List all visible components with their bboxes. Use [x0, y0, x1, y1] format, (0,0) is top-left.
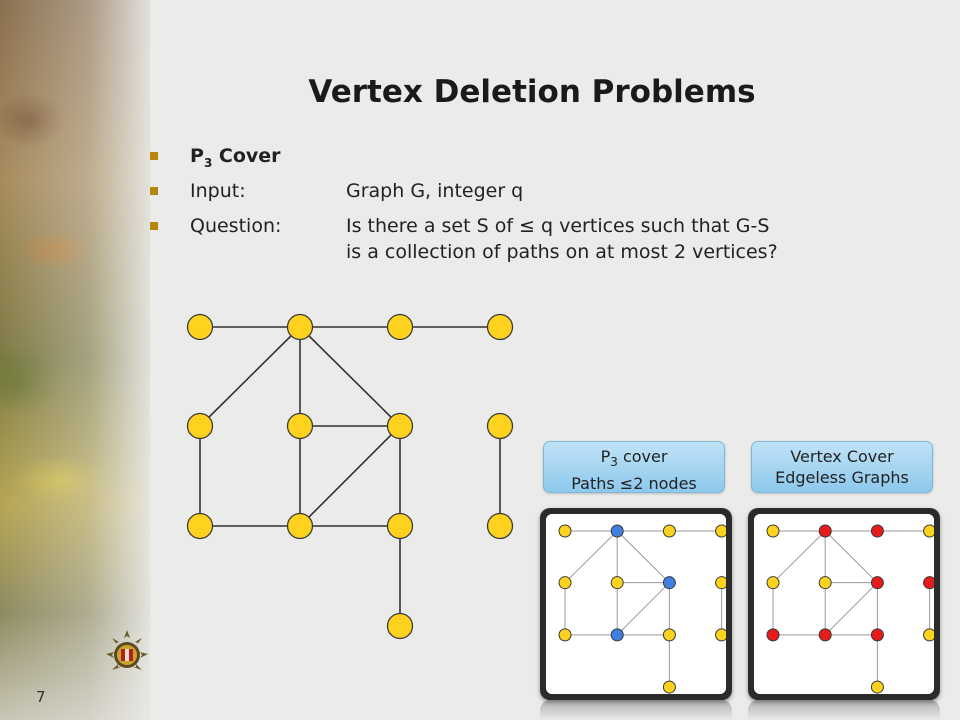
graph-node-c1 — [558, 628, 572, 642]
graph-node-b2 — [610, 576, 624, 590]
graph-node-b2 — [286, 412, 314, 440]
question-label: Question: — [190, 215, 282, 237]
graph-node-c4 — [923, 628, 937, 642]
graph-edge — [564, 530, 618, 584]
graph-node-d3 — [662, 680, 676, 694]
graph-node-a1 — [558, 524, 572, 538]
graph-node-c1 — [186, 512, 214, 540]
graph-node-c3 — [386, 512, 414, 540]
input-label: Input: — [190, 180, 246, 202]
graph-node-c2 — [286, 512, 314, 540]
question-line-1: Is there a set S of ≤ q vertices such th… — [346, 215, 770, 237]
graph-node-c1 — [766, 628, 780, 642]
graph-node-b2 — [818, 576, 832, 590]
graph-node-c4 — [715, 628, 729, 642]
graph-node-b3 — [386, 412, 414, 440]
graph-edge — [616, 530, 670, 584]
graph-node-b1 — [766, 576, 780, 590]
graph-node-c4 — [486, 512, 514, 540]
graph-node-b4 — [923, 576, 937, 590]
graph-node-c2 — [818, 628, 832, 642]
graph-node-b3 — [870, 576, 884, 590]
input-value: Graph G, integer q — [346, 180, 524, 202]
graph-node-a4 — [923, 524, 937, 538]
thumbnail-reflection — [540, 700, 732, 720]
problem-name-sub: 3 — [203, 155, 213, 170]
graph-node-d3 — [870, 680, 884, 694]
background-fade — [0, 0, 160, 720]
p3-thumbnail-graph — [558, 524, 729, 694]
vertex-cover-card: Vertex Cover Edgeless Graphs — [751, 441, 933, 493]
page-number: 7 — [36, 688, 46, 706]
problem-name-main: P — [190, 145, 204, 167]
problem-name: P3 Cover — [190, 145, 281, 170]
graph-edge — [772, 530, 826, 584]
graph-node-a3 — [662, 524, 676, 538]
p3-cover-thumbnail — [540, 508, 732, 700]
graph-edge — [824, 530, 878, 584]
graph-node-c2 — [610, 628, 624, 642]
graph-node-a1 — [766, 524, 780, 538]
graph-edge — [199, 326, 301, 427]
graph-node-b3 — [662, 576, 676, 590]
vc-card-title: Vertex Cover — [790, 447, 894, 466]
graph-node-c3 — [870, 628, 884, 642]
graph-node-a2 — [286, 313, 314, 341]
p3-card-title-main: P — [600, 447, 611, 466]
p3-card-subtitle: Paths ≤2 nodes — [571, 474, 697, 494]
graph-edge — [299, 425, 401, 527]
graph-node-c3 — [662, 628, 676, 642]
p3-card-title: P3 cover — [544, 446, 724, 473]
graph-node-b1 — [186, 412, 214, 440]
graph-node-a1 — [186, 313, 214, 341]
p3-cover-card: P3 cover Paths ≤2 nodes — [543, 441, 725, 493]
graph-edge — [299, 326, 401, 427]
p3-card-title-suffix: cover — [617, 447, 668, 466]
graph-edge — [824, 582, 878, 636]
p3-card-title-sub: 3 — [610, 455, 618, 470]
bullet-marker — [150, 152, 158, 160]
graph-node-b4 — [486, 412, 514, 440]
slide-title: Vertex Deletion Problems — [308, 74, 756, 110]
graph-edge — [616, 582, 670, 636]
graph-node-a2 — [610, 524, 624, 538]
graph-node-b1 — [558, 576, 572, 590]
graph-node-a3 — [870, 524, 884, 538]
graph-node-a4 — [715, 524, 729, 538]
graph-node-b4 — [715, 576, 729, 590]
vc-card-subtitle: Edgeless Graphs — [775, 468, 909, 487]
problem-name-suffix: Cover — [212, 145, 281, 167]
vc-thumbnail-graph — [766, 524, 937, 694]
graph-node-a2 — [818, 524, 832, 538]
vertex-cover-thumbnail — [748, 508, 940, 700]
question-line-2: is a collection of paths on at most 2 ve… — [346, 241, 778, 263]
bullet-marker — [150, 187, 158, 195]
graph-node-a3 — [386, 313, 414, 341]
graph-node-a4 — [486, 313, 514, 341]
university-seal-icon — [106, 630, 148, 670]
bullet-marker — [150, 222, 158, 230]
thumbnail-reflection — [748, 700, 940, 720]
graph-node-d3 — [386, 612, 414, 640]
